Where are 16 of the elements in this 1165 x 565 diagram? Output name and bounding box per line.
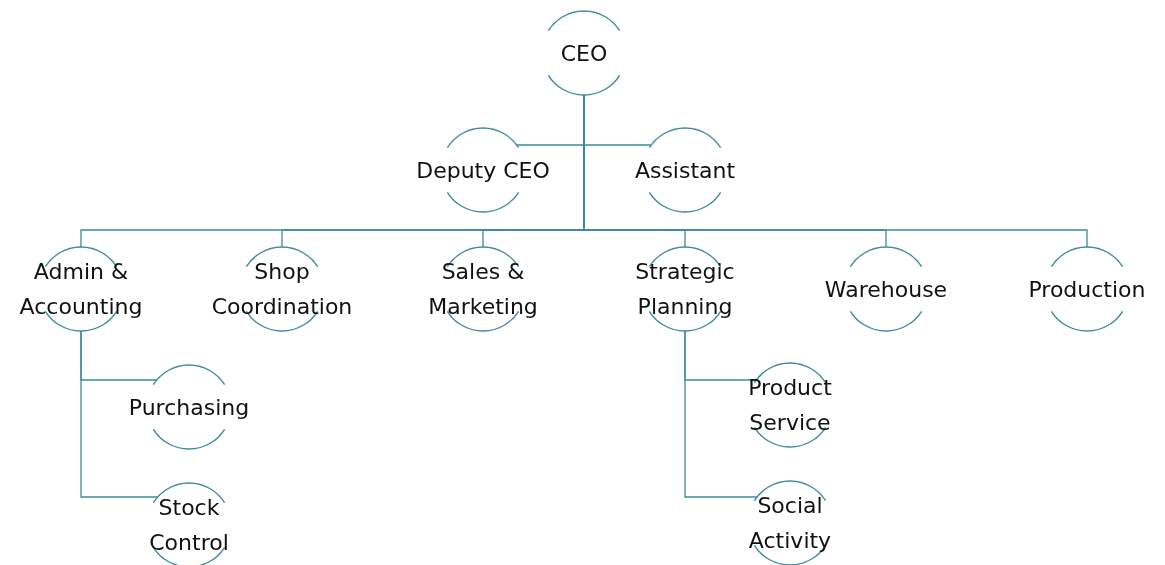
node-label: Warehouse xyxy=(824,275,948,304)
node-label: Stock Control xyxy=(148,494,230,557)
node-label: Production xyxy=(1028,275,1146,304)
connector-line xyxy=(583,94,1088,248)
connector-line xyxy=(80,330,159,498)
node-label: CEO xyxy=(560,39,608,68)
node-label: Social Activity xyxy=(747,492,833,555)
node-label: Deputy CEO xyxy=(416,156,550,185)
node-label: Shop Coordination xyxy=(210,258,354,321)
node-label: Purchasing xyxy=(128,393,250,422)
node-label: Assistant xyxy=(634,156,736,185)
node-label: Strategic Planning xyxy=(634,258,736,321)
connector-line xyxy=(684,330,758,498)
node-label: Sales & Marketing xyxy=(427,258,539,321)
node-label: Product Service xyxy=(747,374,833,437)
node-label: Admin & Accounting xyxy=(18,258,144,321)
